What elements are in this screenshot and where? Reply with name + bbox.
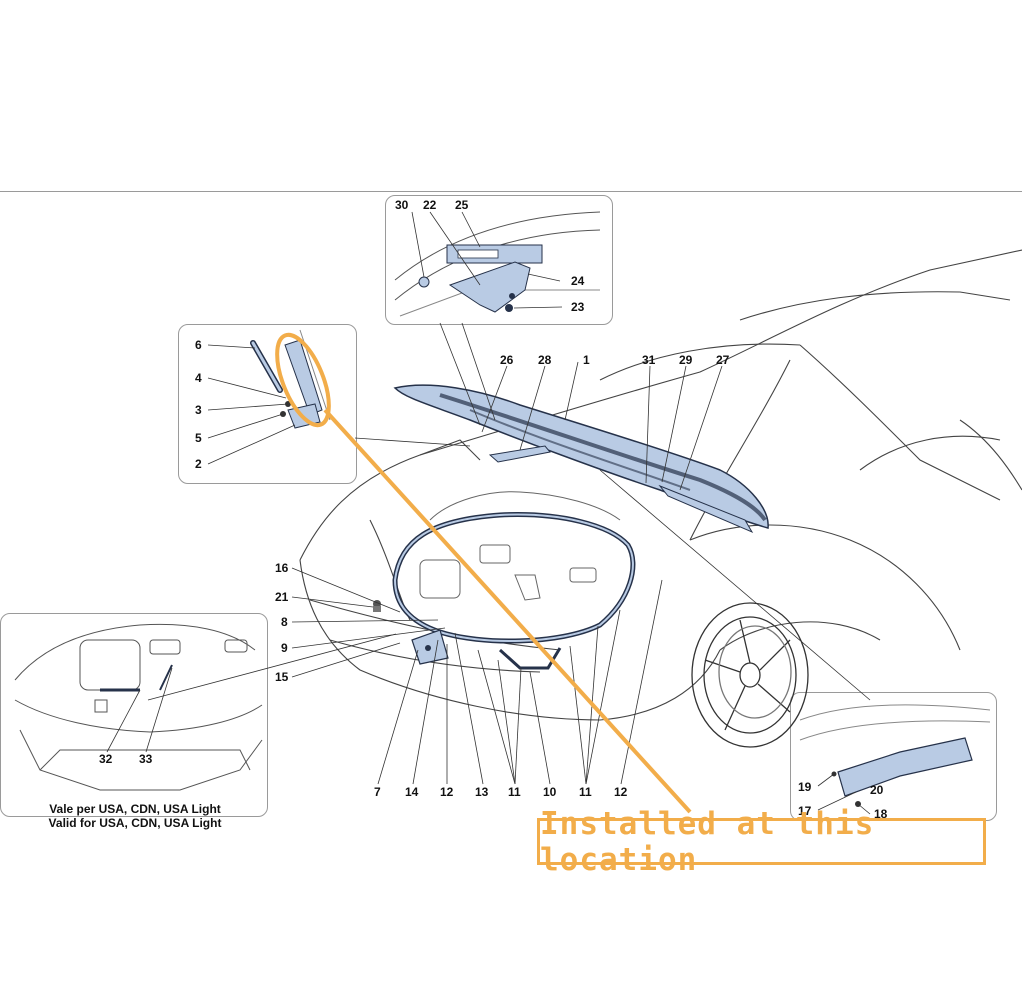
front-wheel — [691, 602, 809, 748]
label-part-18: 18 — [874, 807, 888, 821]
hood-insulation-strip — [658, 484, 754, 534]
leader-lines — [106, 211, 871, 815]
label-part-9: 9 — [281, 641, 288, 655]
front-bumper-seal — [498, 647, 562, 670]
inset-strut-drawing — [250, 329, 331, 429]
front-trunk-seal — [392, 512, 636, 644]
label-part-3: 3 — [195, 403, 202, 417]
label-part-17: 17 — [798, 804, 812, 818]
usa-version-caption: Vale per USA, CDN, USA Light Valid for U… — [20, 802, 250, 830]
label-part-8: 8 — [281, 615, 288, 629]
label-part-13: 13 — [475, 785, 489, 799]
label-part-14: 14 — [405, 785, 419, 799]
label-part-12b: 12 — [614, 785, 628, 799]
installed-location-callout: Installed at this location — [537, 806, 986, 878]
label-part-4: 4 — [195, 371, 202, 385]
callout-text: Installed at this location — [540, 805, 875, 878]
label-part-16: 16 — [275, 561, 289, 575]
usa-caption-english: Valid for USA, CDN, USA Light — [48, 816, 222, 830]
label-part-11a: 11 — [508, 785, 521, 799]
label-part-7: 7 — [374, 785, 381, 799]
trunk-interior — [419, 491, 621, 601]
usa-caption-italian: Vale per USA, CDN, USA Light — [49, 802, 221, 816]
inset-seal-drawing — [799, 704, 991, 807]
label-part-15: 15 — [275, 670, 289, 684]
inset-latch-drawing — [394, 211, 601, 317]
part-labels: 1 26 28 31 29 27 30 22 25 24 23 6 4 3 5 … — [99, 198, 888, 821]
label-part-22: 22 — [423, 198, 437, 212]
label-part-23: 23 — [571, 300, 585, 314]
label-part-28: 28 — [538, 353, 552, 367]
label-part-26: 26 — [500, 353, 514, 367]
label-part-12a: 12 — [440, 785, 454, 799]
label-part-25: 25 — [455, 198, 469, 212]
label-part-6: 6 — [195, 338, 202, 352]
inset-usa-version-detail — [0, 613, 268, 817]
label-part-27: 27 — [716, 353, 730, 367]
label-part-21: 21 — [275, 590, 289, 604]
label-part-32: 32 — [99, 752, 113, 766]
label-part-11b: 11 — [579, 785, 592, 799]
label-part-2: 2 — [195, 457, 202, 471]
inset-usa-drawing — [14, 623, 263, 791]
sheet-top-border — [0, 191, 1022, 192]
label-part-31: 31 — [642, 353, 656, 367]
label-part-19: 19 — [798, 780, 812, 794]
hood-latch — [411, 629, 449, 665]
label-part-20: 20 — [870, 783, 884, 797]
label-part-33: 33 — [139, 752, 153, 766]
label-part-30: 30 — [395, 198, 409, 212]
label-part-1: 1 — [583, 353, 590, 367]
label-part-24: 24 — [571, 274, 585, 288]
label-part-10: 10 — [543, 785, 557, 799]
hood-hinge — [488, 445, 551, 463]
label-part-5: 5 — [195, 431, 202, 445]
highlight-marker — [275, 332, 692, 814]
label-part-29: 29 — [679, 353, 693, 367]
